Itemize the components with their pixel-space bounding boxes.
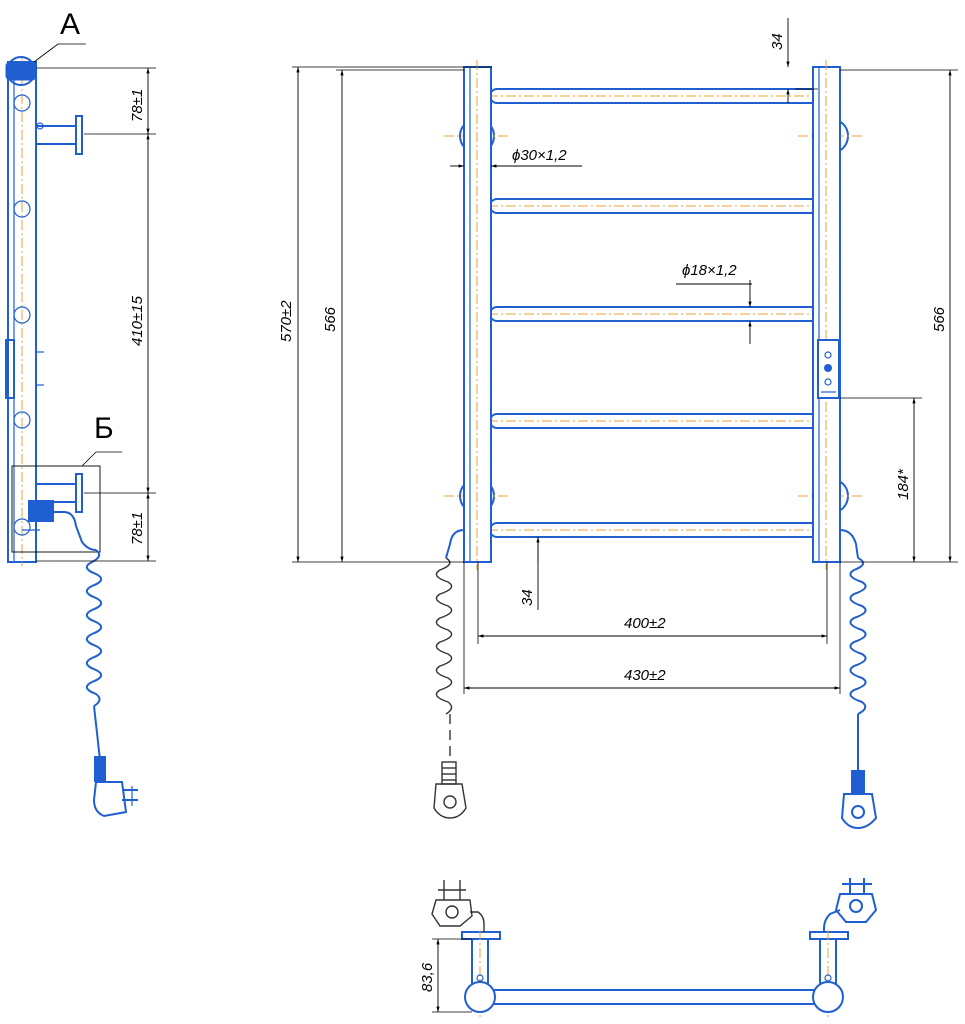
dim-front-bottom-offset: 34 (519, 589, 536, 606)
top-left-post (464, 981, 496, 1013)
dim-side-top-pitch: 78±1 (129, 89, 146, 122)
side-plug-sleeve (94, 756, 106, 782)
side-top-cap (5, 61, 37, 81)
front-control-unit (817, 339, 840, 399)
dim-post-diameter: ϕ30×1,2 (512, 147, 567, 164)
dim-front-overall-height: 570±2 (278, 300, 295, 342)
side-switch (5, 339, 15, 399)
detail-a-circle (6, 56, 36, 86)
dim-outer-width: 430±2 (624, 667, 666, 684)
front-left-coiled-cable (435, 557, 453, 715)
dim-front-top-offset: 34 (769, 33, 786, 50)
top-left-plug (431, 880, 485, 932)
dim-depth: 83,6 (419, 962, 436, 992)
dim-inner-width: 400±2 (624, 615, 666, 632)
side-top-bracket (36, 115, 83, 155)
dim-front-height-right: 566 (931, 306, 948, 332)
top-right-wall-plate (809, 931, 849, 940)
front-right-plug (840, 770, 878, 830)
top-rail (479, 989, 829, 1005)
top-right-plug (823, 878, 878, 932)
top-left-wall-plate (461, 931, 501, 940)
front-left-plug (433, 761, 467, 819)
detail-b-box (11, 465, 101, 553)
dim-side-middle: 410±15 (129, 295, 146, 346)
side-coiled-cable (85, 549, 103, 707)
dim-control-height: 184* (895, 468, 912, 500)
dim-side-bottom-pitch: 78±1 (129, 512, 146, 545)
side-plug (92, 781, 128, 818)
side-heater-connector (28, 500, 54, 522)
dim-rail-diameter: ϕ18×1,2 (682, 262, 737, 279)
detail-a-label: А (60, 8, 80, 41)
top-view: 83,6 (419, 878, 878, 1020)
top-right-post (812, 981, 844, 1013)
detail-b-label: Б (94, 412, 114, 445)
dim-front-height-left: 566 (322, 306, 339, 332)
front-view: 570±2 566 566 34 34 ϕ30×1,2 ϕ18×1,2 184*… (278, 18, 958, 830)
front-right-coiled-cable (849, 557, 867, 715)
side-view: А Б 78±1 410±15 78±1 (5, 8, 156, 818)
